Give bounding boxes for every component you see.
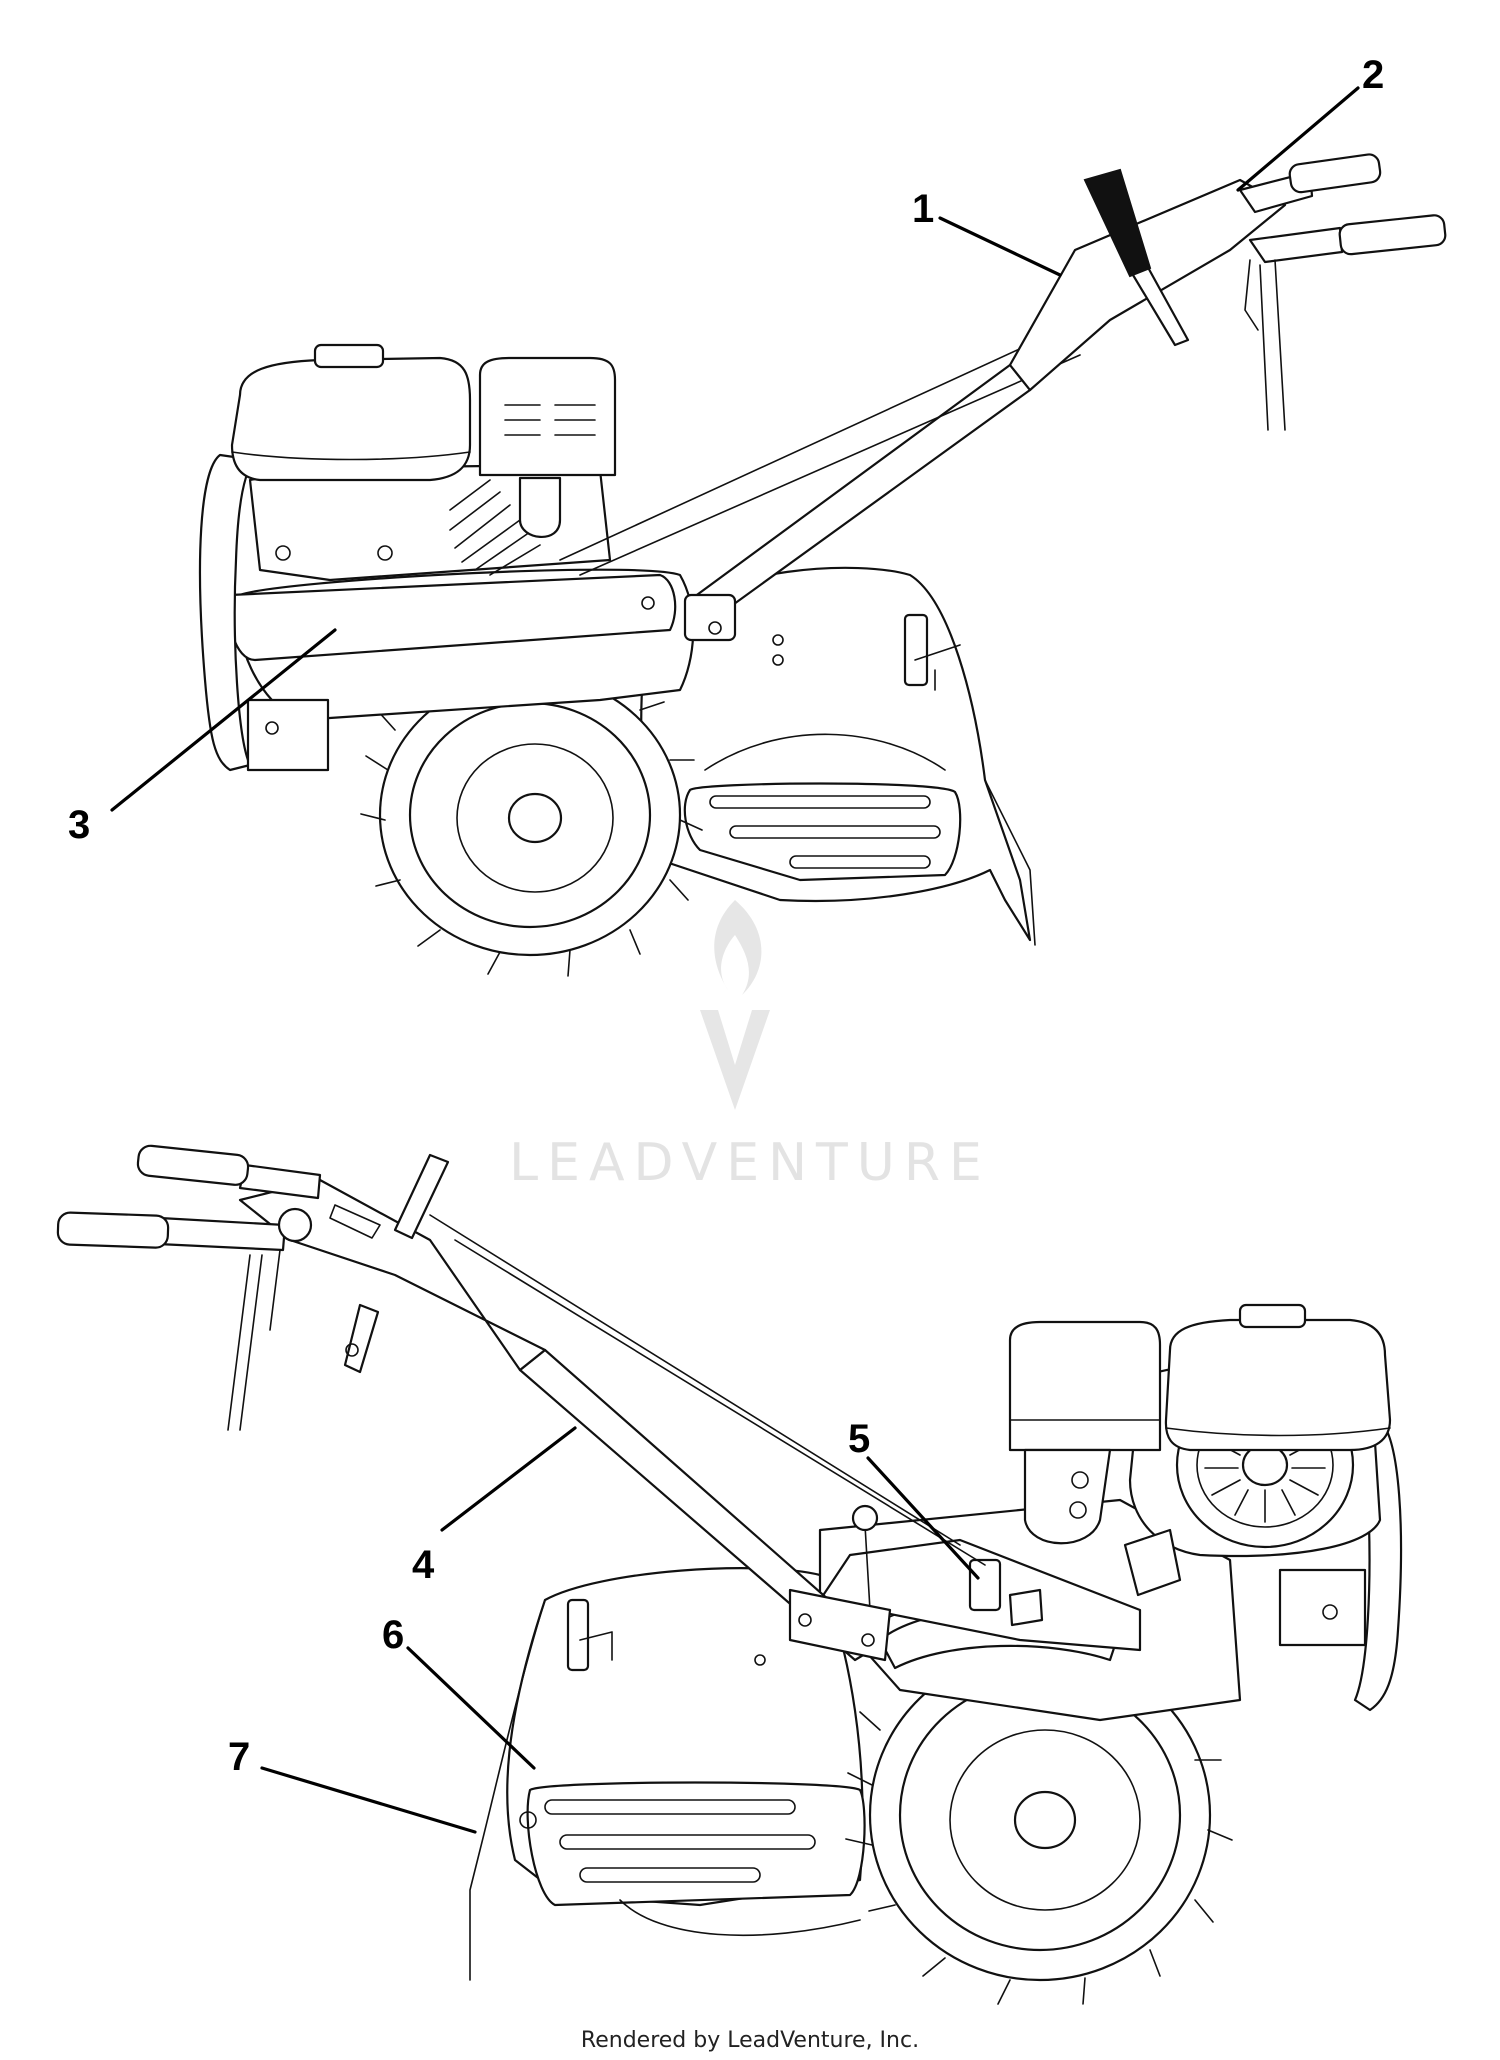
handlebar-lower-cable: [429, 1214, 961, 1546]
handle-base-bolt: [708, 621, 722, 635]
depth-stake-clip: [579, 1631, 613, 1661]
leader-2: [1236, 86, 1360, 192]
hood-bolt-2: [772, 654, 784, 666]
watermark-flame-icon: [714, 900, 762, 995]
fuel-tank: [230, 356, 472, 482]
callout-4: 4: [412, 1543, 435, 1587]
shift-lever-lower: [393, 1153, 450, 1240]
engine-bolt-1: [275, 545, 291, 561]
leadventure-watermark: LEADVENTURE: [509, 900, 991, 1193]
depth-stake-bracket: [903, 613, 929, 687]
handle-grip-lower-upper: [238, 1163, 322, 1200]
depth-lever-rod: [864, 1524, 871, 1611]
handle-pivot: [277, 1207, 313, 1243]
fuel-tank-lower-seam: [1165, 1427, 1391, 1437]
grip-lower-upper-end: [136, 1144, 250, 1186]
handle-grip-lower-lower: [156, 1216, 287, 1252]
callout-3: 3: [68, 803, 90, 847]
height-bracket: [343, 1303, 380, 1374]
muffler-stack: [518, 476, 562, 538]
grip-lower-lower-end: [56, 1211, 170, 1249]
control-bracket-clip: [968, 1558, 1002, 1612]
shift-lever-grip: [1083, 168, 1152, 278]
leader-1: [938, 216, 1062, 277]
depth-lever-knob: [851, 1504, 879, 1532]
footer-credit: Rendered by LeadVenture, Inc.: [580, 2028, 920, 2053]
hood-bolt-1: [772, 634, 784, 646]
fuel-tank-seam: [231, 451, 471, 461]
bumper-bolt: [265, 721, 279, 735]
grip-lower-end: [1338, 214, 1447, 256]
control-rod-lower-3: [227, 1254, 251, 1431]
hood-flap: [984, 779, 1036, 946]
control-rod-1: [1244, 259, 1259, 331]
air-cleaner-lower: [1008, 1320, 1162, 1452]
callout-1: 1: [912, 187, 934, 231]
front-bracket-lower: [1278, 1568, 1367, 1647]
handle-base-plate-lower: [788, 1588, 892, 1662]
tine-side-plate-lower: [526, 1781, 866, 1907]
starter-handle: [1123, 1528, 1182, 1597]
cable-guide: [1008, 1588, 1044, 1627]
grip-upper-end: [1288, 153, 1382, 194]
side-plate-slot-1: [709, 795, 931, 809]
side-plate-slot-2: [729, 825, 941, 839]
belt-cover-bolt: [641, 596, 655, 610]
hood-inner-curve: [704, 733, 946, 771]
plate-bolt-1: [519, 1811, 537, 1829]
watermark-text: LEADVENTURE: [509, 1133, 991, 1193]
engine-bolt-2: [377, 545, 393, 561]
leader-6: [406, 1646, 536, 1770]
handle-grip-lower: [1248, 226, 1344, 264]
base-plate-bolt-2: [861, 1633, 875, 1647]
fuel-cap: [313, 343, 385, 369]
fuel-tank-lower: [1164, 1318, 1392, 1452]
callout-6: 6: [382, 1613, 404, 1657]
leader-4: [440, 1426, 577, 1532]
front-bracket-bolt: [1322, 1604, 1338, 1620]
handlebar-cable: [559, 334, 1051, 561]
depth-stake-pin: [914, 644, 961, 691]
lower-slot-2: [559, 1834, 816, 1850]
bumper-bracket: [246, 698, 330, 772]
depth-stake-bracket-lower: [566, 1598, 590, 1672]
handlebar-cable-2: [579, 354, 1081, 576]
carb-screw-1: [1071, 1471, 1089, 1489]
leader-3: [110, 628, 337, 812]
cooling-fins: [449, 479, 541, 576]
tiller-bottom-view: [56, 1144, 1403, 2005]
callout-5: 5: [848, 1417, 870, 1461]
shift-slot-lower: [329, 1204, 381, 1239]
tiller-top-view: [198, 153, 1447, 977]
leader-7: [260, 1766, 477, 1834]
leader-5: [866, 1456, 980, 1580]
control-rod-lower-1: [269, 1249, 281, 1331]
lower-slot-3: [579, 1867, 761, 1883]
lower-slot-1: [544, 1799, 796, 1815]
callout-2: 2: [1362, 53, 1384, 97]
handlebar-lower-cable-2: [454, 1239, 986, 1566]
air-cleaner-vents: [504, 404, 596, 436]
handlebar-head-lower: [238, 1178, 547, 1372]
side-plate-slot-3: [789, 855, 931, 869]
control-rod-2: [1274, 259, 1286, 431]
height-bracket-bolt: [345, 1343, 359, 1357]
fuel-cap-lower: [1238, 1303, 1307, 1329]
callout-7: 7: [228, 1735, 250, 1779]
carburetor: [1023, 1448, 1112, 1545]
callouts: 1 2 3 4 5 6 7: [68, 53, 1384, 1834]
control-rod-lower-2: [239, 1254, 263, 1431]
control-rod-3: [1259, 264, 1269, 431]
handlebar-head-top: [1074, 179, 1241, 251]
base-plate-bolt-1: [798, 1613, 812, 1627]
hood-lower-bolt: [754, 1654, 766, 1666]
hood-skid: [619, 1899, 861, 1937]
carb-screw-2: [1069, 1501, 1087, 1519]
handle-base-bracket: [683, 593, 737, 642]
watermark-v-icon: [700, 1010, 770, 1110]
air-cleaner: [478, 356, 617, 477]
